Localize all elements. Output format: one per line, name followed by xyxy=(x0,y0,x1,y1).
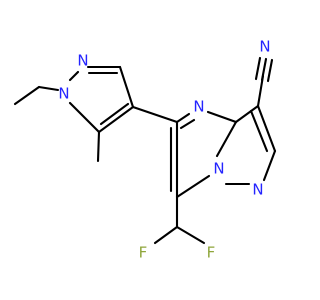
bond-pyrazole-c4-c5 xyxy=(97,105,135,134)
bond-ethyl-to-nitrogen xyxy=(37,85,60,92)
bond-pyrazolo-c3-c2 xyxy=(256,104,277,153)
bond-ethyl-terminal xyxy=(13,85,41,106)
bond-difluoromethyl-f-left xyxy=(153,225,179,245)
fluorine-label-left: F xyxy=(139,244,148,262)
bond-pyrazole-c5-n1 xyxy=(68,101,101,134)
nitrogen-label-pyrazolo-bottom: N xyxy=(252,181,263,199)
bond-nitrile-triple-2 xyxy=(266,58,274,83)
molecule-canvas: N N N N N N F F xyxy=(13,37,277,262)
bond-pyrazolo-c3-c2-double xyxy=(249,109,269,153)
bond-pyrazole-n1-n2 xyxy=(68,70,80,82)
bond-pyrazolo-c3a-c3 xyxy=(234,104,260,124)
nitrogen-label-pyrazole-substituted: N xyxy=(58,85,69,103)
bond-pyrimidine-c3a-n7a xyxy=(215,120,238,158)
nitrogen-label-pyrimidine: N xyxy=(193,98,204,116)
bond-ring-link xyxy=(131,105,179,124)
nitrogen-label-nitrile: N xyxy=(259,38,270,56)
bond-pyrimidine-n4-c3a xyxy=(206,110,238,124)
bond-pyrazole-c4-c5-double xyxy=(99,102,130,126)
bond-difluoromethyl-f-right xyxy=(175,225,206,245)
bond-pyrazolo-c2-n1 xyxy=(262,149,277,182)
bond-methyl xyxy=(96,130,101,163)
bond-nitrile-triple-3 xyxy=(254,56,262,81)
nitrogen-label-bridgehead: N xyxy=(213,160,224,178)
bond-pyrazole-c3-c4 xyxy=(118,65,135,109)
chemical-structure-diagram: N N N N N N F F xyxy=(13,38,277,262)
bond-pyrimidine-c5-n4-double xyxy=(179,118,196,130)
fluorine-label-right: F xyxy=(207,244,216,262)
bond-pyrimidine-c5-n4 xyxy=(175,112,191,124)
nitrogen-label-pyrazole-top: N xyxy=(77,52,88,70)
bond-pyrimidine-n7a-c7 xyxy=(175,174,211,199)
bond-nitrile-triple-1 xyxy=(260,57,268,82)
